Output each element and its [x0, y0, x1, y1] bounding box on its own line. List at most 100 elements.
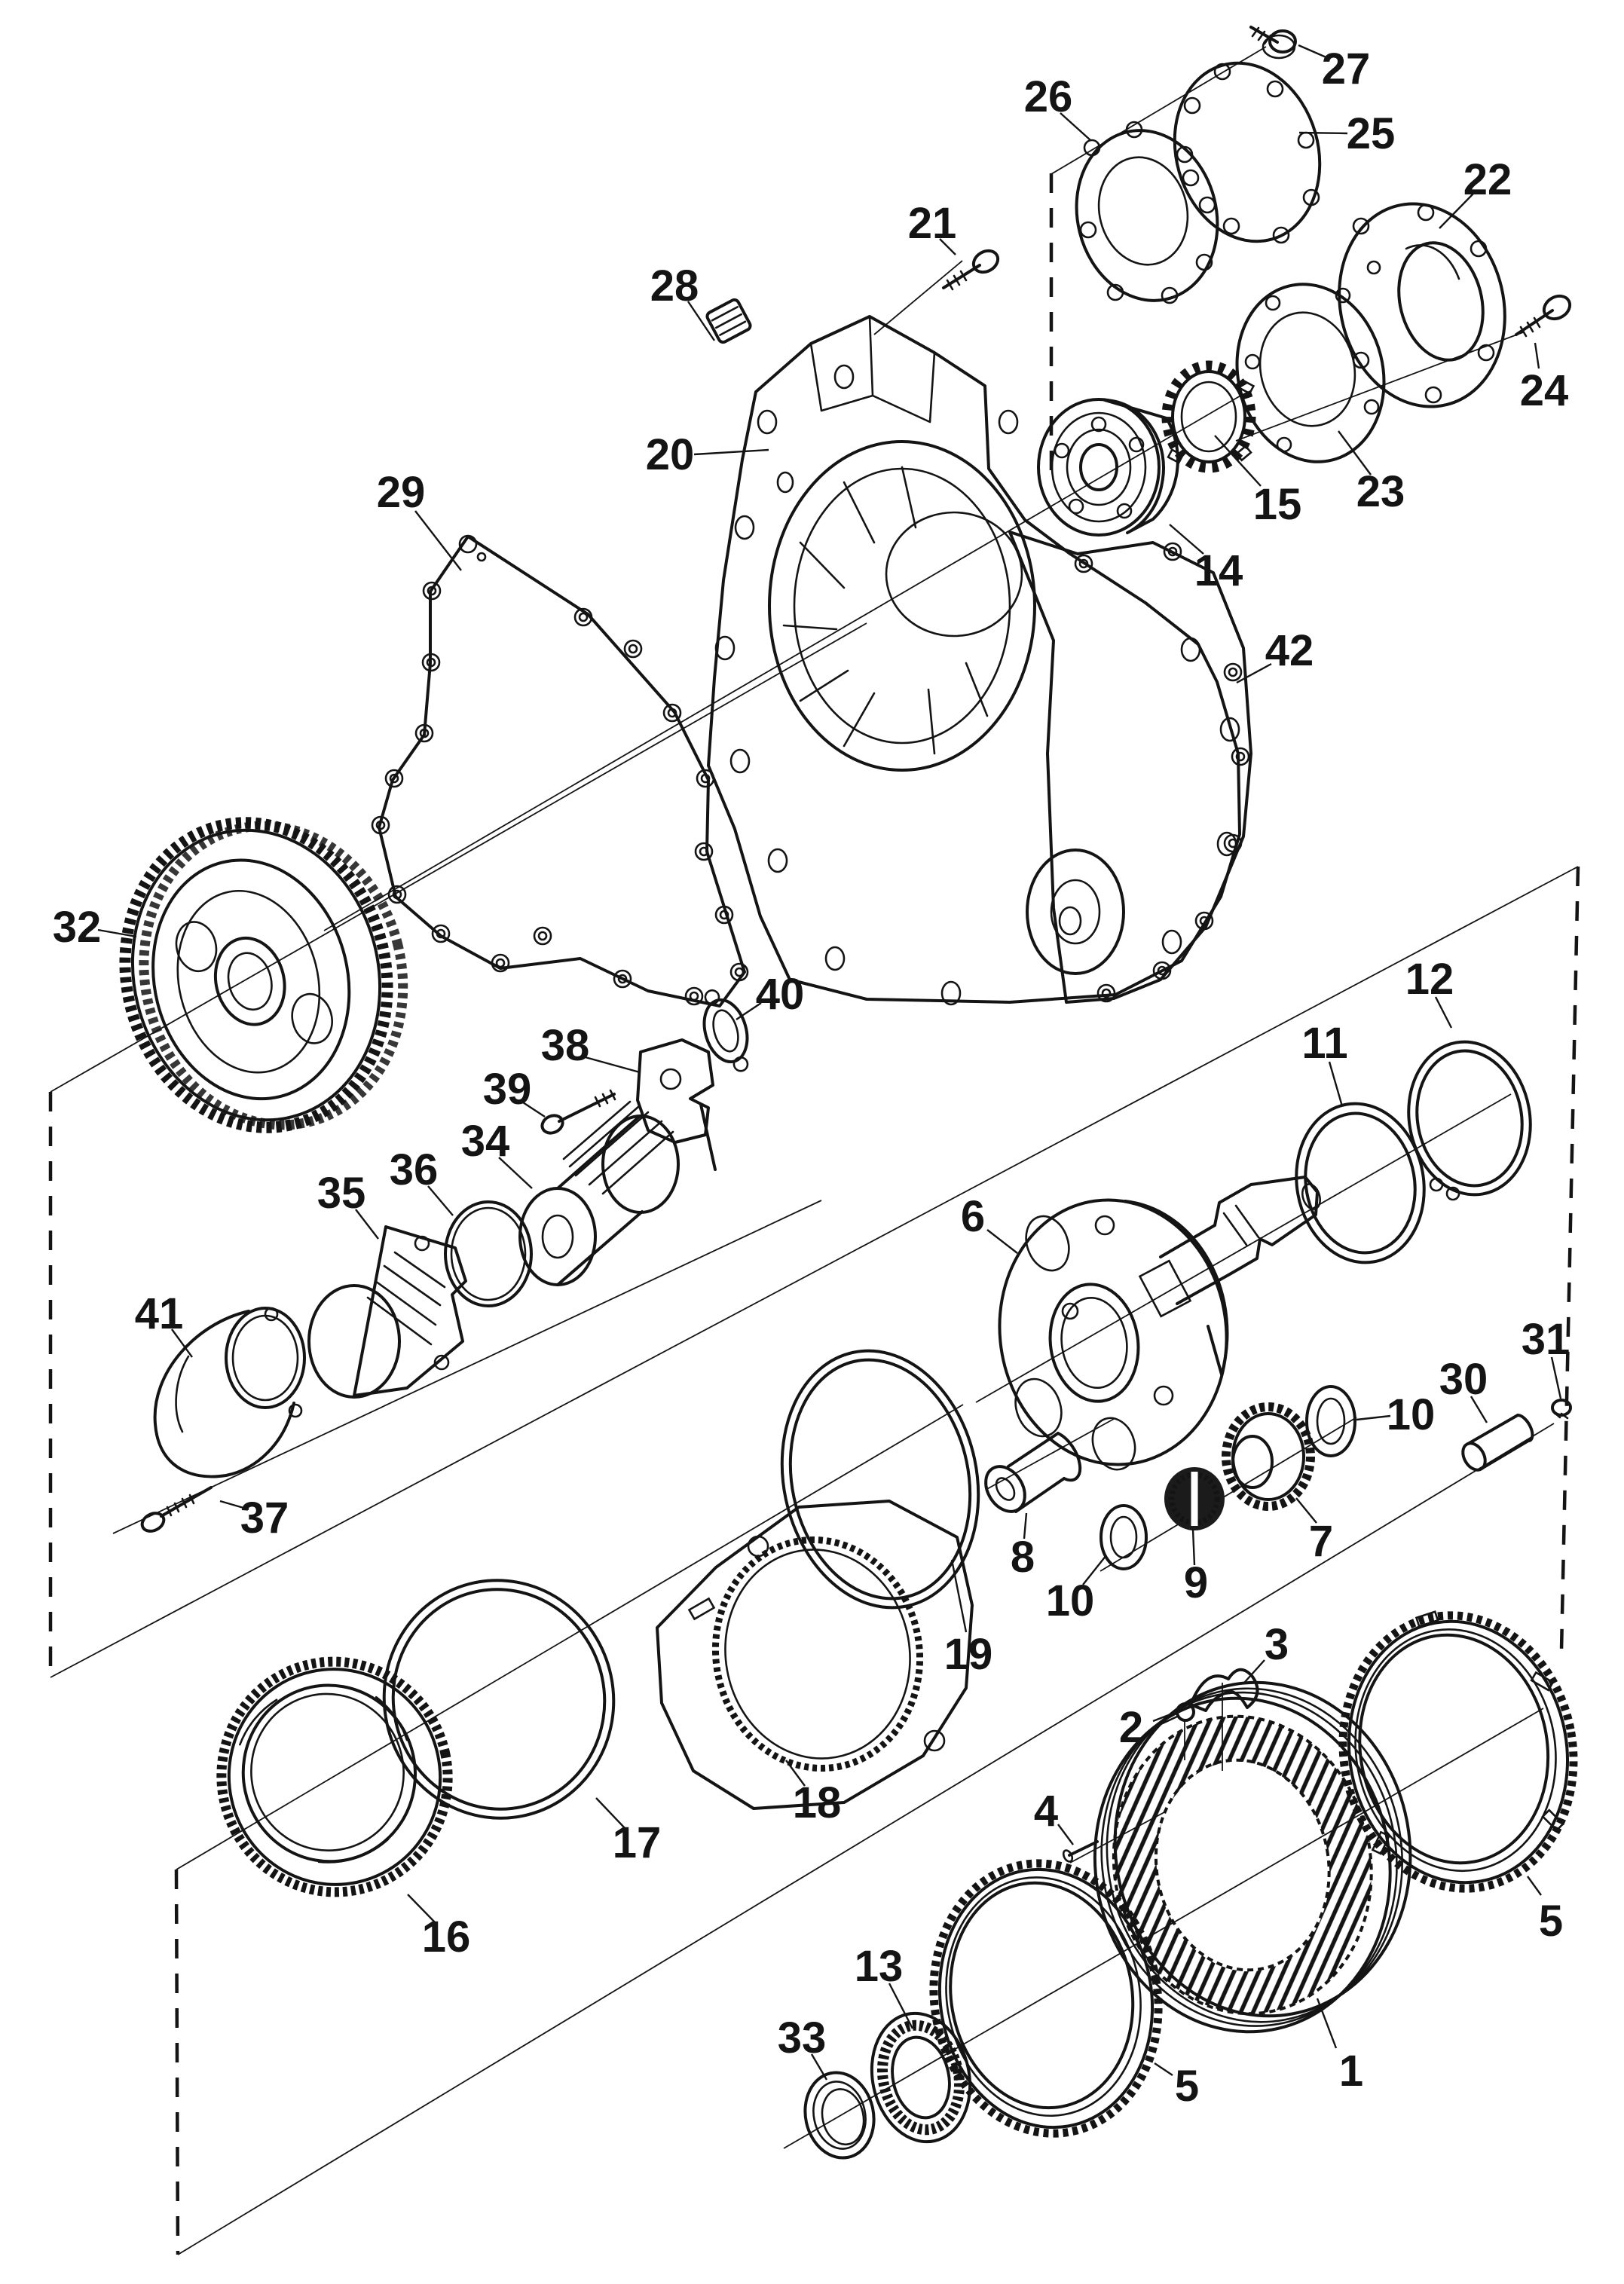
callout-leader-18	[785, 1760, 806, 1787]
part-lock-washer-15	[1161, 360, 1256, 473]
callout-18: 18	[785, 1760, 841, 1827]
callout-5: 5	[1154, 2062, 1199, 2111]
part-cover-35	[307, 1225, 467, 1399]
callout-leader-5	[1154, 2062, 1173, 2076]
callout-leader-27	[1298, 44, 1329, 60]
part-carrier-6	[998, 1176, 1322, 1471]
part-filter-34	[518, 1100, 680, 1286]
callout-16: 16	[407, 1894, 470, 1961]
callout-26: 26	[1024, 72, 1091, 141]
callout-7: 7	[1295, 1497, 1333, 1566]
callout-number-12: 12	[1405, 955, 1454, 1004]
callout-leader-5	[1527, 1876, 1542, 1896]
part-cover-22	[1338, 202, 1506, 408]
callout-leader-11	[1328, 1061, 1344, 1107]
callout-leader-1	[1316, 1998, 1338, 2049]
callout-22: 22	[1439, 155, 1512, 229]
callout-33: 33	[778, 2013, 828, 2081]
part-snap-ring-12	[1407, 1040, 1532, 1201]
callout-13: 13	[855, 1942, 914, 2029]
callout-number-11: 11	[1301, 1019, 1347, 1068]
part-gear-32	[119, 817, 408, 1133]
callout-leader-41	[171, 1329, 193, 1358]
callout-38: 38	[541, 1021, 641, 1074]
cover-35-ribs	[366, 1251, 446, 1346]
callout-leader-8	[1023, 1512, 1028, 1539]
callout-leader-36	[427, 1185, 454, 1216]
part-ring-19	[780, 1349, 980, 1610]
part-gasket-42	[1008, 530, 1252, 1004]
callout-leader-4	[1057, 1824, 1074, 1845]
part-gear-ring-16	[216, 1656, 453, 1897]
callout-leader-35	[355, 1209, 379, 1240]
callout-number-22: 22	[1463, 155, 1512, 204]
callout-29: 29	[377, 468, 462, 571]
callout-number-4: 4	[1034, 1787, 1058, 1836]
callout-number-38: 38	[541, 1021, 590, 1070]
callout-34: 34	[461, 1117, 533, 1189]
callout-leader-22	[1439, 193, 1474, 229]
callout-leader-39	[522, 1101, 546, 1118]
callout-number-29: 29	[377, 468, 426, 517]
callout-15: 15	[1214, 435, 1302, 529]
callout-24: 24	[1520, 342, 1568, 415]
part-housing-20	[707, 315, 1241, 1006]
callout-leader-42	[1236, 662, 1272, 684]
callout-23: 23	[1338, 430, 1405, 516]
callout-14: 14	[1169, 524, 1243, 595]
callout-leader-38	[582, 1055, 641, 1074]
callout-number-1: 1	[1339, 2047, 1363, 2096]
axis-line	[177, 1423, 1555, 2255]
callout-leader-31	[1550, 1356, 1562, 1399]
filter-ribs	[562, 1100, 674, 1195]
callout-32: 32	[53, 903, 137, 952]
callout-21: 21	[908, 199, 956, 255]
callout-number-25: 25	[1347, 109, 1396, 158]
callout-leader-10	[1082, 1555, 1107, 1585]
part-roller-cage-9	[1164, 1467, 1225, 1530]
callout-layer: 1234556789101011121314151617181920212223…	[53, 44, 1570, 2111]
callout-36: 36	[390, 1145, 454, 1216]
callout-number-3: 3	[1265, 1620, 1289, 1669]
callout-number-2: 2	[1119, 1703, 1143, 1752]
callout-leader-2	[1152, 1711, 1177, 1723]
part-washer-10-right	[1305, 1385, 1356, 1457]
callout-leader-30	[1470, 1396, 1488, 1423]
callout-42: 42	[1236, 626, 1314, 684]
callout-30: 30	[1439, 1355, 1488, 1423]
section-boundary-dashed-line	[174, 1869, 180, 2255]
callout-17: 17	[595, 1797, 661, 1867]
part-bearing-14	[1037, 398, 1179, 537]
callout-number-15: 15	[1253, 480, 1302, 529]
callout-number-19: 19	[944, 1630, 993, 1679]
part-gasket-26	[1075, 121, 1219, 304]
callout-19: 19	[944, 1559, 993, 1679]
callout-number-14: 14	[1194, 546, 1243, 595]
callout-10: 10	[1356, 1390, 1435, 1439]
callout-number-9: 9	[1184, 1558, 1208, 1607]
housing-boss	[1026, 848, 1125, 975]
part-plug-28	[705, 298, 752, 344]
callout-4: 4	[1034, 1787, 1074, 1845]
callout-leader-29	[414, 510, 462, 571]
part-pin-30	[1461, 1413, 1534, 1472]
part-oring-36	[444, 1200, 533, 1307]
callout-9: 9	[1184, 1529, 1208, 1607]
callout-leader-7	[1295, 1497, 1317, 1524]
callout-number-20: 20	[646, 430, 695, 479]
callout-number-39: 39	[483, 1065, 532, 1114]
part-plate-25	[1173, 61, 1322, 244]
callout-number-34: 34	[461, 1117, 510, 1166]
part-screw-31	[1551, 1399, 1572, 1420]
callout-number-36: 36	[390, 1145, 439, 1194]
callout-31: 31	[1522, 1315, 1570, 1399]
callout-leader-9	[1191, 1529, 1196, 1566]
callout-number-5: 5	[1175, 2062, 1199, 2111]
gasket-29-bolt-holes	[371, 534, 749, 1006]
callout-leader-37	[219, 1500, 249, 1511]
housing-flange-holes	[714, 364, 1240, 1006]
part-pin-8	[984, 1432, 1082, 1513]
axis-line	[873, 260, 963, 335]
